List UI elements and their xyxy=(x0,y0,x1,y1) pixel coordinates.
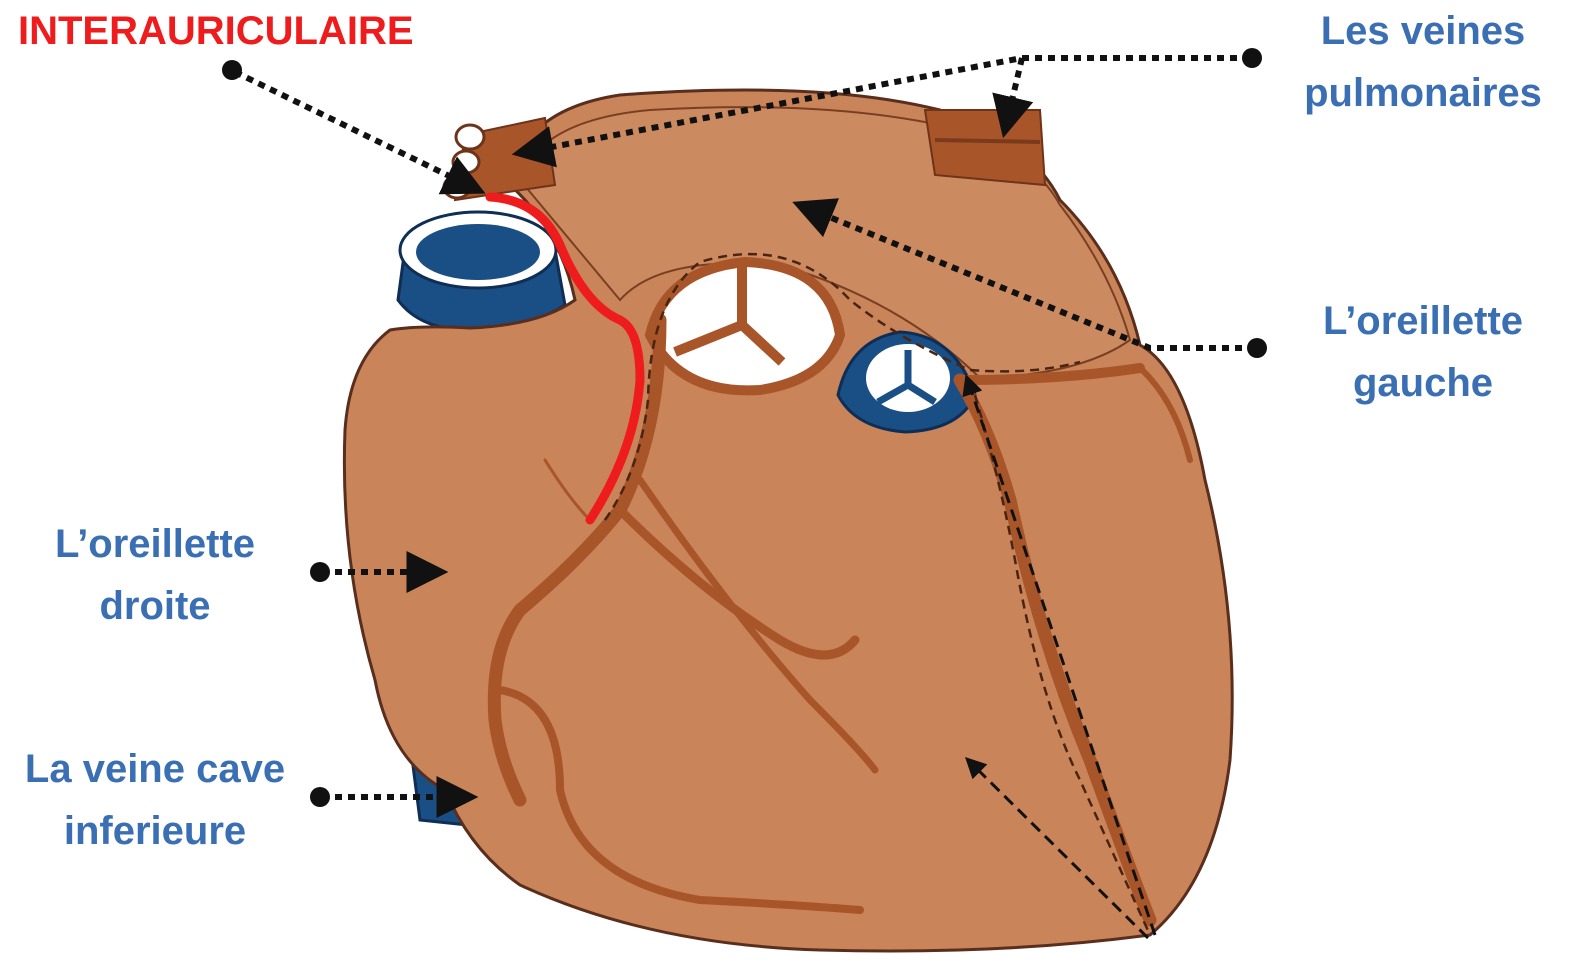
label-oreillette-droite: L’oreillette droite xyxy=(20,513,290,637)
label-oreillette-gauche: L’oreillette gauche xyxy=(1290,290,1556,414)
label-veine-cave-inferieure: La veine cave inferieure xyxy=(5,738,305,862)
pulmonary-vein-right xyxy=(925,110,1045,185)
label-interauriculaire: INTERAURICULAIRE xyxy=(18,0,414,62)
arrow-interauriculaire xyxy=(235,72,478,190)
label-veines-pulmonaires: Les veines pulmonaires xyxy=(1270,0,1576,124)
